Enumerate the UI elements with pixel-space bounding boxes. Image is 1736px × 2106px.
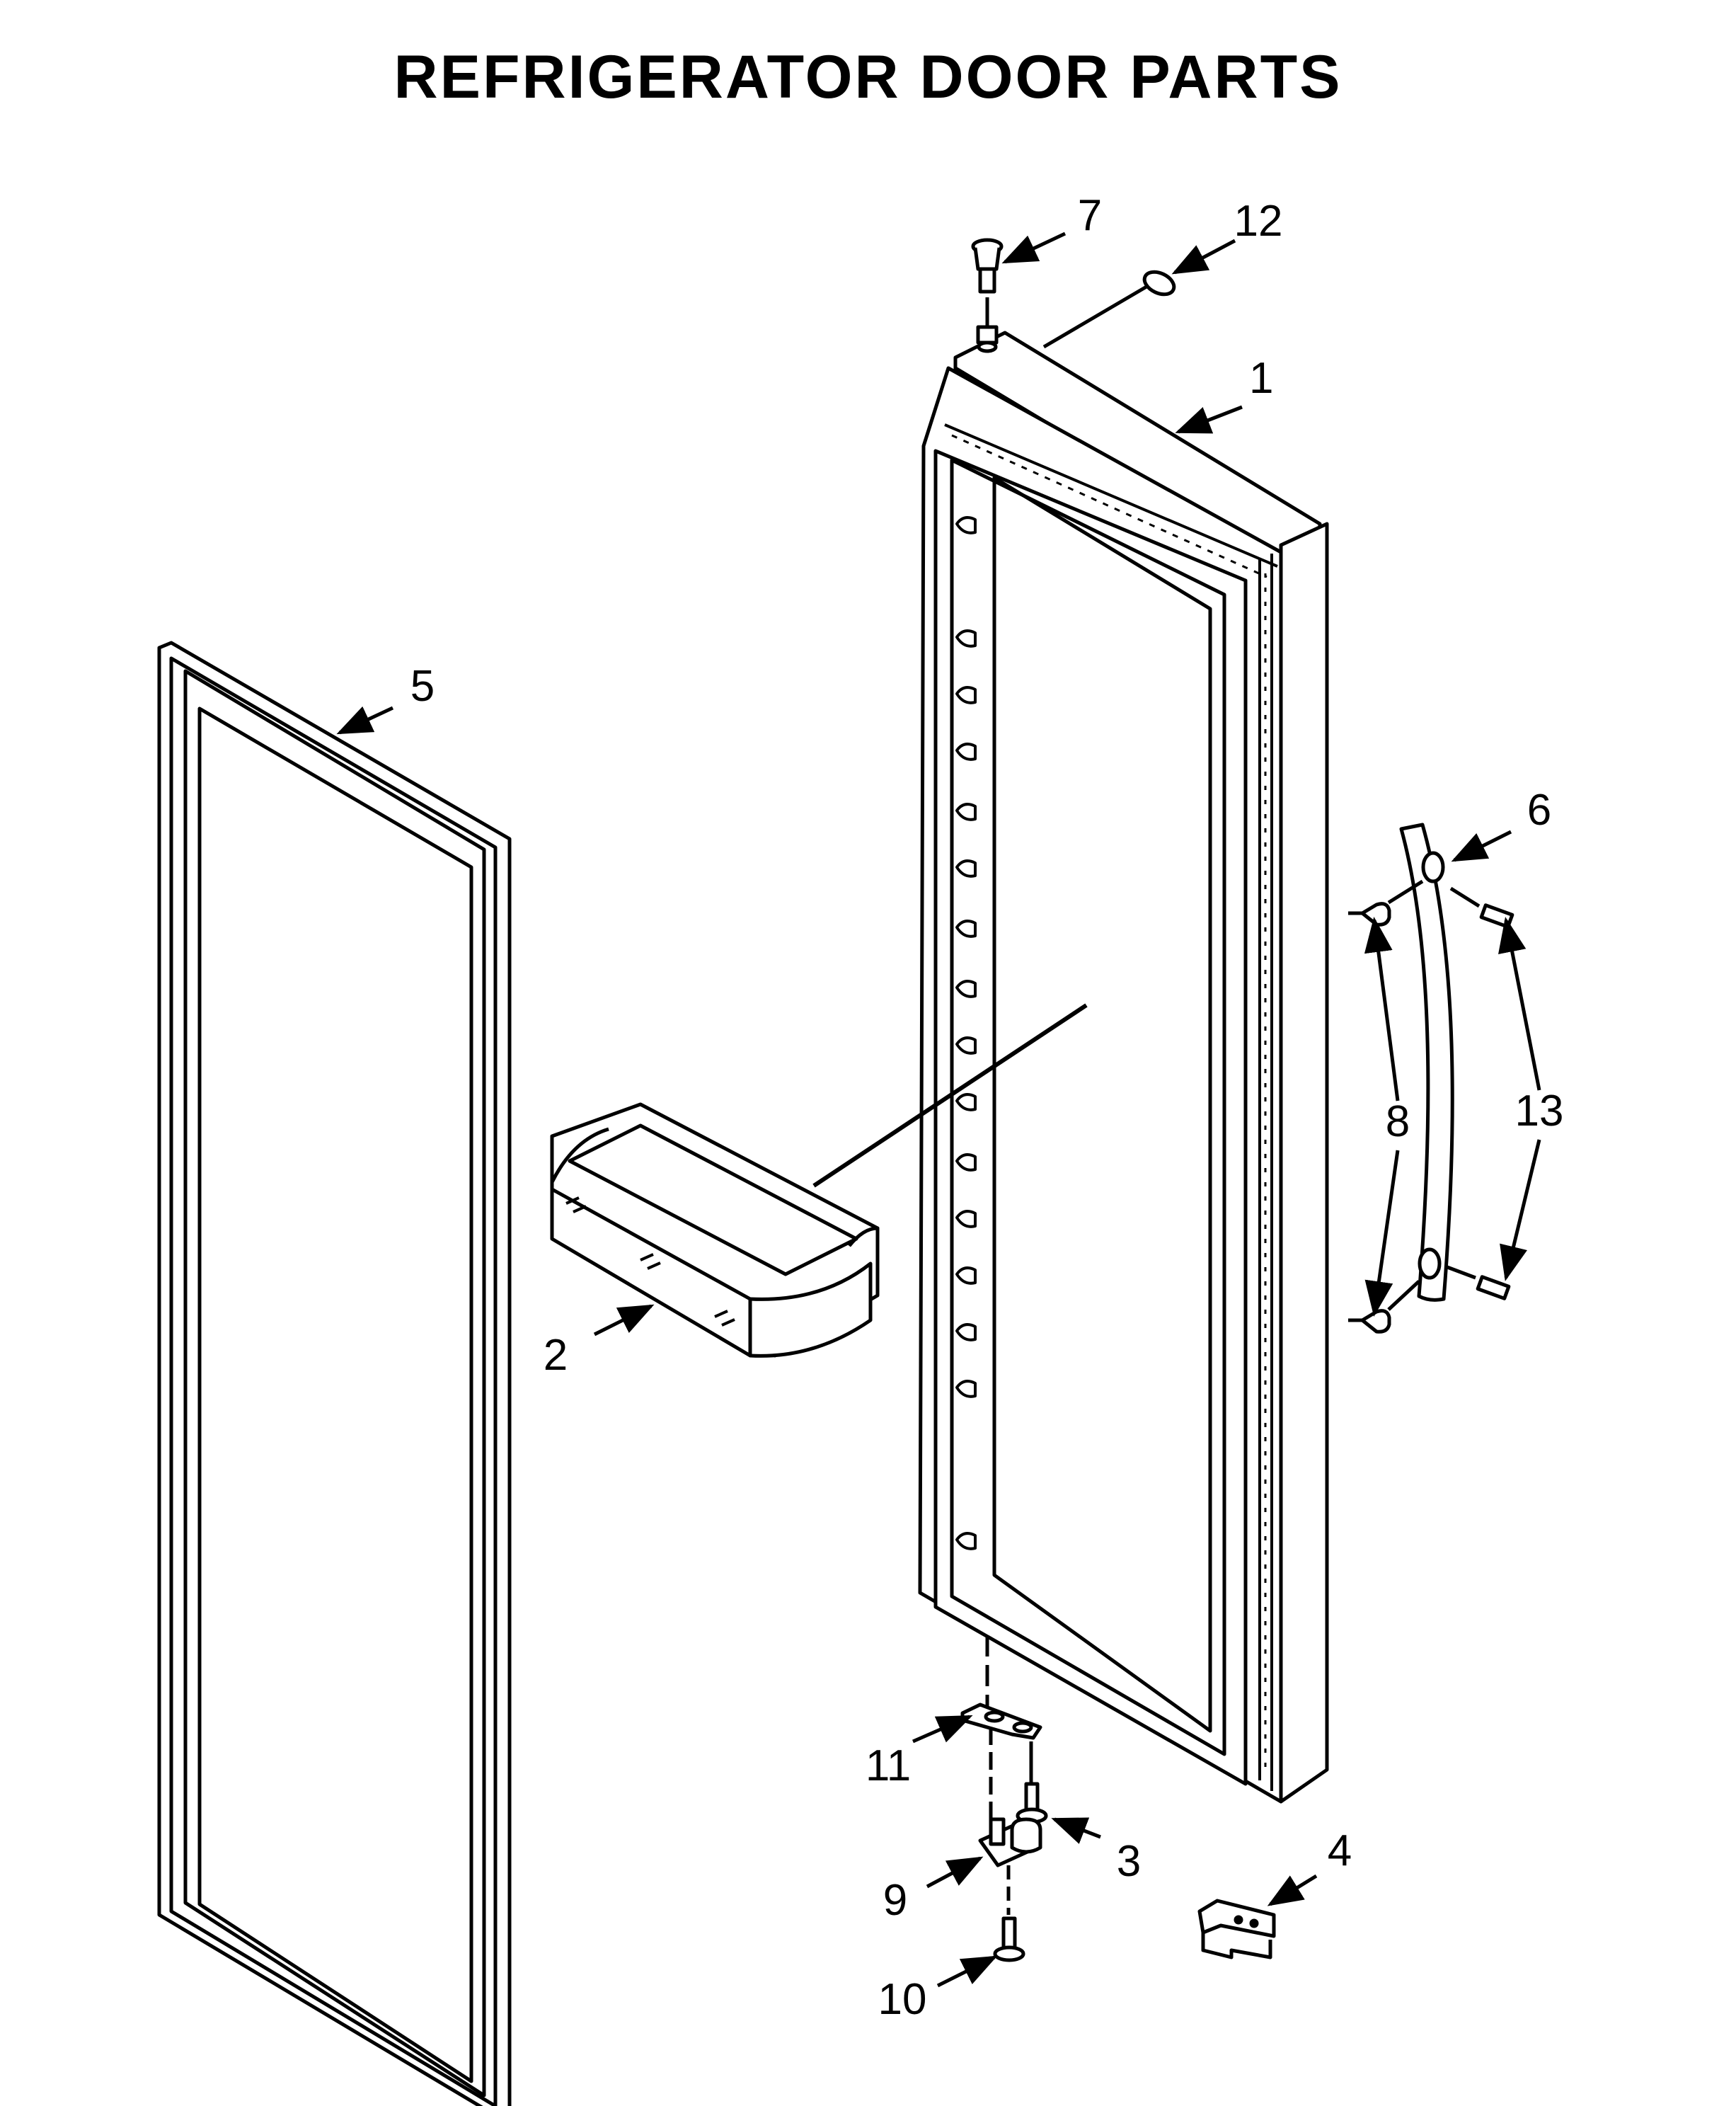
callout-13: 13 [1515, 1087, 1564, 1135]
door-bin-part [550, 1102, 880, 1358]
bottom-hinge-part [978, 1727, 1042, 1915]
arrow-9 [926, 1856, 984, 1889]
door-handle-part [1399, 823, 1454, 1302]
wire-ring-part [1042, 270, 1176, 349]
callout-6: 6 [1527, 786, 1551, 835]
callout-1: 1 [1249, 354, 1273, 403]
arrow-2 [593, 1304, 655, 1337]
top-hinge-bushing-part [971, 238, 1004, 353]
arrow-13a [1498, 917, 1541, 1091]
callout-arrows [336, 231, 1541, 1988]
bottom-screw-part [993, 1916, 1025, 1962]
callout-8: 8 [1386, 1097, 1410, 1146]
callout-10: 10 [878, 1975, 927, 2024]
hinge-screw-part [1016, 1741, 1048, 1824]
callout-12: 12 [1234, 197, 1283, 246]
callout-3: 3 [1117, 1837, 1141, 1886]
arrow-4 [1267, 1874, 1318, 1906]
arrow-11 [912, 1715, 973, 1744]
arrow-3 [1051, 1817, 1101, 1844]
arrow-5 [336, 706, 394, 735]
callout-7: 7 [1078, 191, 1102, 240]
callout-5: 5 [410, 662, 435, 711]
callout-2: 2 [544, 1331, 568, 1380]
arrow-10 [936, 1955, 998, 1988]
arrow-6 [1451, 830, 1512, 862]
door-gasket-part [157, 641, 512, 2106]
callout-11: 11 [866, 1741, 911, 1790]
callout-labels: 1 2 3 4 5 6 7 8 9 10 11 12 13 [410, 191, 1564, 2024]
arrow-13b [1500, 1139, 1541, 1281]
callout-9: 9 [883, 1876, 907, 1925]
arrow-1 [1175, 405, 1243, 434]
arrow-8a [1364, 917, 1400, 1101]
hinge-shim-part [960, 1635, 1042, 1740]
arrow-8b [1364, 1150, 1400, 1317]
set-screws-part [1447, 886, 1514, 1300]
arrow-7 [1001, 231, 1067, 264]
hinge-cover-part [1197, 1899, 1276, 1959]
callout-4: 4 [1328, 1826, 1352, 1875]
arrow-12 [1171, 239, 1236, 275]
door-part [918, 331, 1329, 1804]
diagram-title: REFRIGERATOR DOOR PARTS [393, 43, 1343, 111]
